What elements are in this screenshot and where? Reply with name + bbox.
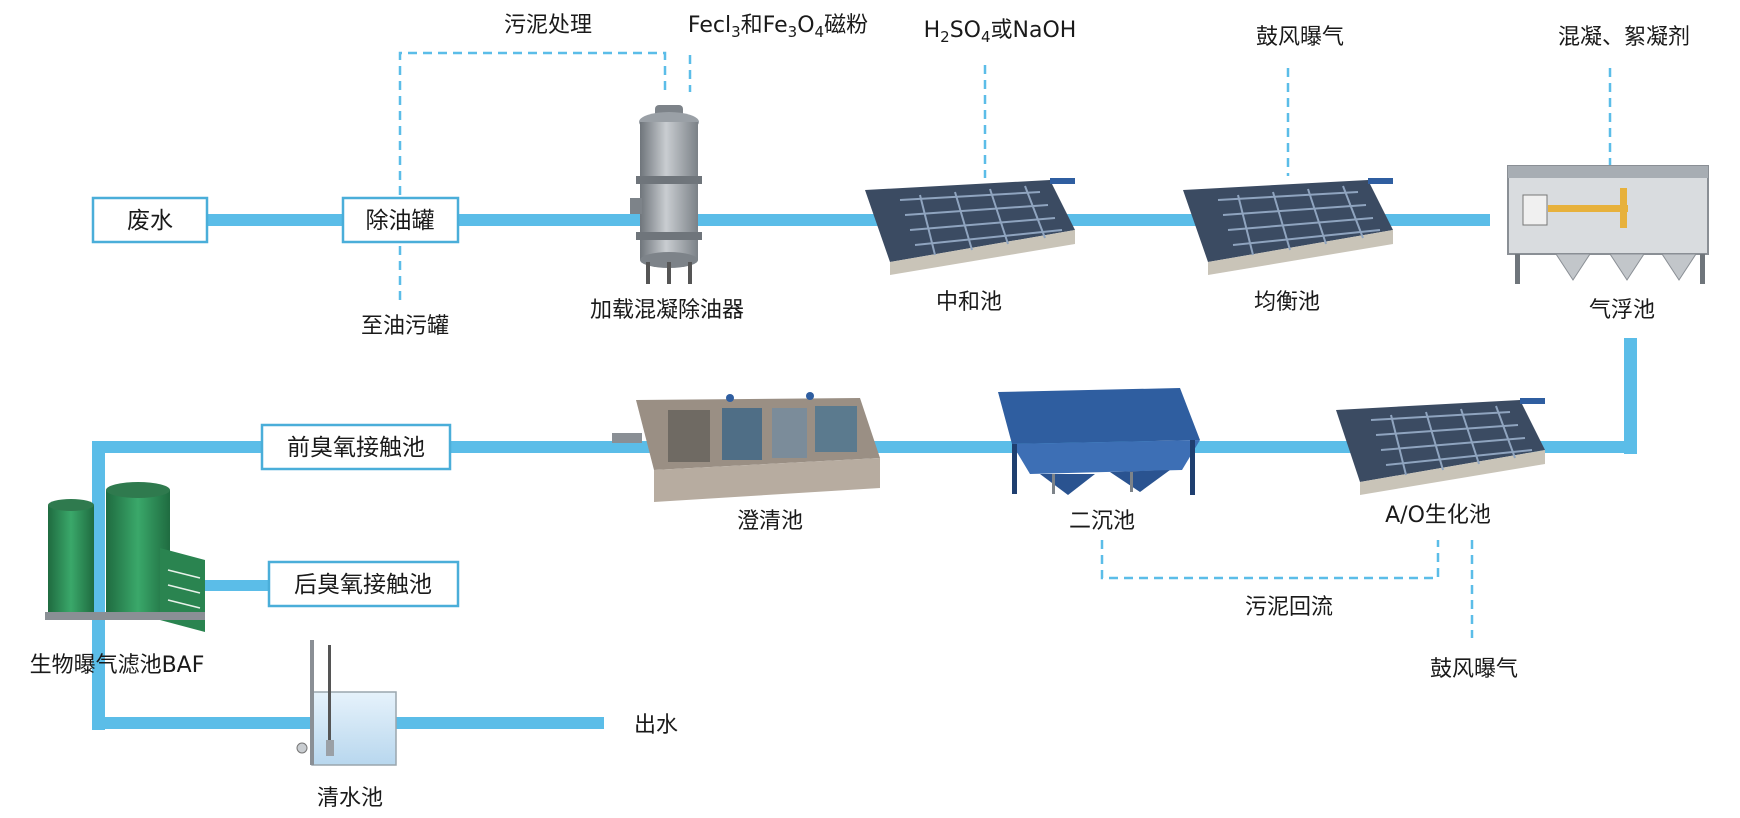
oil-removal-tank-label: 除油罐 xyxy=(366,208,435,234)
air-flotation-label: 气浮池 xyxy=(1589,298,1655,323)
clear-water-label: 清水池 xyxy=(317,786,383,811)
sludge-treatment-line xyxy=(398,51,667,300)
sludge-treatment-label: 污泥处理 xyxy=(504,13,592,38)
wastewater-box: 废水 xyxy=(91,196,209,244)
dashed-lines xyxy=(398,51,1612,638)
post-ozone-box: 后臭氧接触池 xyxy=(267,560,460,608)
air-flotation-image xyxy=(1507,165,1709,284)
sludge-return-label: 污泥回流 xyxy=(1245,595,1333,620)
clear-water-tank-image xyxy=(296,640,397,766)
labels: 污泥处理 Fecl3和Fe3O4磁粉 H2SO4或NaOH 鼓风曝气 混凝、絮凝… xyxy=(30,13,1690,811)
pipe-right-drop xyxy=(1624,338,1637,454)
baf-tanks-image xyxy=(45,482,205,632)
secondary-settling-label: 二沉池 xyxy=(1069,509,1135,534)
pipes xyxy=(92,214,1637,730)
neutralization-basin-image xyxy=(865,178,1075,275)
pre-ozone-label: 前臭氧接触池 xyxy=(287,435,425,461)
equalization-basin-image xyxy=(1183,178,1393,275)
pipe-post-ozone-branch xyxy=(180,580,270,591)
blower-aeration-label-1: 鼓风曝气 xyxy=(1256,25,1344,50)
coag-oil-remover-label: 加载混凝除油器 xyxy=(590,298,744,323)
secondary-settling-image xyxy=(998,388,1200,495)
ao-bio-label: A/O生化池 xyxy=(1385,503,1491,528)
post-ozone-label: 后臭氧接触池 xyxy=(294,572,432,598)
blower-aeration-label-2: 鼓风曝气 xyxy=(1430,657,1518,682)
pre-ozone-box: 前臭氧接触池 xyxy=(260,423,452,471)
oil-removal-tank-box: 除油罐 xyxy=(341,196,460,244)
fecl3-fe3o4-label: Fecl3和Fe3O4磁粉 xyxy=(688,13,868,41)
outflow-label: 出水 xyxy=(634,713,678,738)
equalization-label: 均衡池 xyxy=(1254,290,1320,315)
clarifier-image xyxy=(612,392,880,502)
wastewater-label: 废水 xyxy=(127,208,173,234)
ao-bio-basin-image xyxy=(1336,398,1545,495)
sludge-return-line xyxy=(1100,540,1440,580)
coagulant-label: 混凝、絮凝剂 xyxy=(1558,25,1690,50)
pipe-row1 xyxy=(205,214,1490,226)
clarifier-label: 澄清池 xyxy=(737,509,803,534)
pipe-left-vertical xyxy=(92,441,105,730)
h2so4-naoh-label: H2SO4或NaOH xyxy=(924,18,1077,46)
neutralization-label: 中和池 xyxy=(936,290,1002,315)
coag-oil-remover-image xyxy=(630,105,702,284)
baf-label: 生物曝气滤池BAF xyxy=(30,653,205,678)
to-oil-tank-label: 至油污罐 xyxy=(361,314,449,339)
